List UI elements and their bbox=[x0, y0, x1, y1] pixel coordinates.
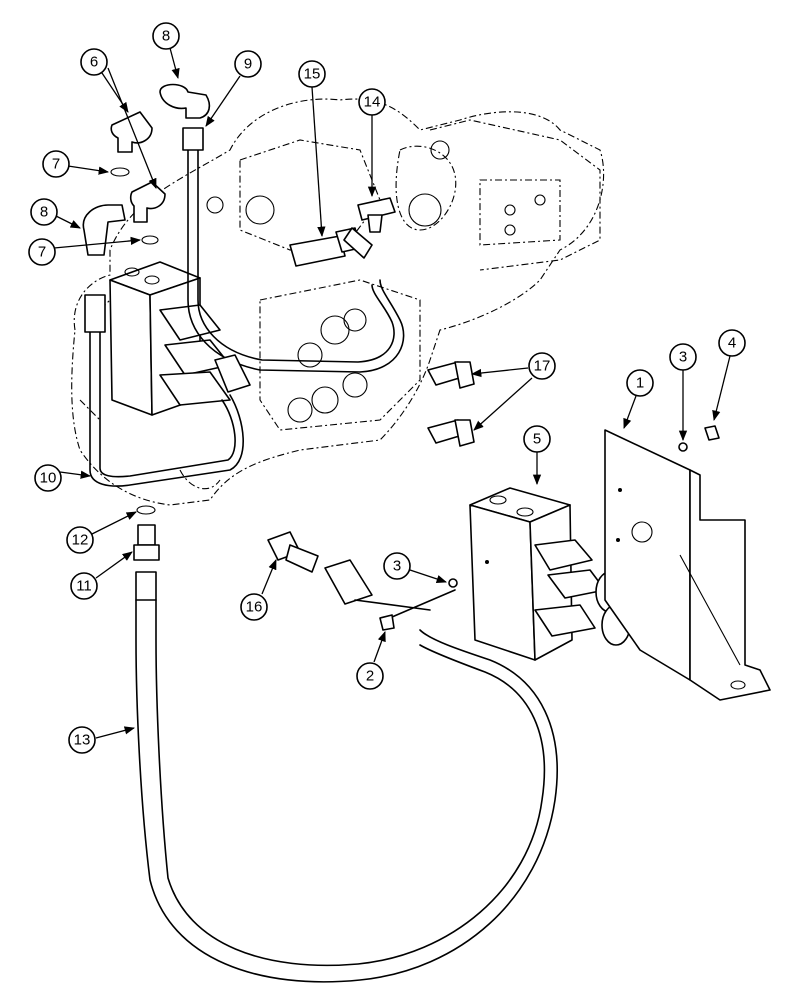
svg-text:6: 6 bbox=[90, 54, 98, 71]
bracket-1 bbox=[604, 429, 771, 701]
callout-14: 14 bbox=[358, 88, 386, 116]
callout-8-lower: 8 bbox=[30, 198, 58, 226]
svg-text:7: 7 bbox=[52, 156, 60, 173]
callout-17: 17 bbox=[528, 352, 556, 380]
callout-12: 12 bbox=[66, 526, 94, 554]
callout-15: 15 bbox=[298, 60, 326, 88]
adapter-16 bbox=[267, 531, 431, 611]
callout-9: 9 bbox=[234, 50, 262, 78]
callout-2: 2 bbox=[356, 662, 384, 690]
svg-text:3: 3 bbox=[393, 558, 401, 575]
svg-text:4: 4 bbox=[728, 335, 736, 352]
callouts: 8 9 6 7 8 7 15 14 17 1 3 4 bbox=[28, 22, 746, 754]
callout-13: 13 bbox=[68, 726, 96, 754]
fasteners bbox=[379, 425, 720, 631]
callout-4: 4 bbox=[718, 329, 746, 357]
svg-text:16: 16 bbox=[246, 599, 263, 616]
svg-text:13: 13 bbox=[74, 732, 91, 749]
callout-1: 1 bbox=[626, 369, 654, 397]
callout-3-upper: 3 bbox=[669, 343, 697, 371]
callout-11: 11 bbox=[70, 572, 98, 600]
callout-16: 16 bbox=[240, 593, 268, 621]
svg-text:10: 10 bbox=[40, 470, 57, 487]
callout-7-upper: 7 bbox=[42, 150, 70, 178]
callout-7-lower: 7 bbox=[28, 238, 56, 266]
svg-text:7: 7 bbox=[38, 244, 46, 261]
svg-text:9: 9 bbox=[244, 56, 252, 73]
quick-couplers bbox=[427, 361, 475, 447]
svg-text:3: 3 bbox=[679, 349, 687, 366]
svg-text:5: 5 bbox=[533, 431, 541, 448]
svg-text:15: 15 bbox=[304, 66, 321, 83]
callout-3-lower: 3 bbox=[383, 552, 411, 580]
hose-13 bbox=[135, 571, 558, 983]
callout-8-top: 8 bbox=[152, 22, 180, 50]
pump-valve-housing bbox=[71, 98, 605, 506]
svg-text:12: 12 bbox=[72, 532, 89, 549]
callout-6: 6 bbox=[80, 48, 108, 76]
pump-manifold-block bbox=[109, 261, 231, 416]
svg-text:17: 17 bbox=[534, 358, 551, 375]
svg-text:14: 14 bbox=[364, 94, 381, 111]
svg-text:2: 2 bbox=[366, 668, 374, 685]
svg-text:11: 11 bbox=[76, 578, 92, 595]
fittings-upper-left bbox=[82, 83, 211, 256]
callout-5: 5 bbox=[523, 425, 551, 453]
svg-text:1: 1 bbox=[636, 375, 644, 392]
svg-text:8: 8 bbox=[40, 204, 48, 221]
adapter-and-oring bbox=[133, 505, 160, 561]
callout-10: 10 bbox=[34, 464, 62, 492]
valve-block-5 bbox=[469, 487, 631, 661]
svg-text:8: 8 bbox=[162, 28, 170, 45]
pump-hoses bbox=[84, 127, 405, 487]
